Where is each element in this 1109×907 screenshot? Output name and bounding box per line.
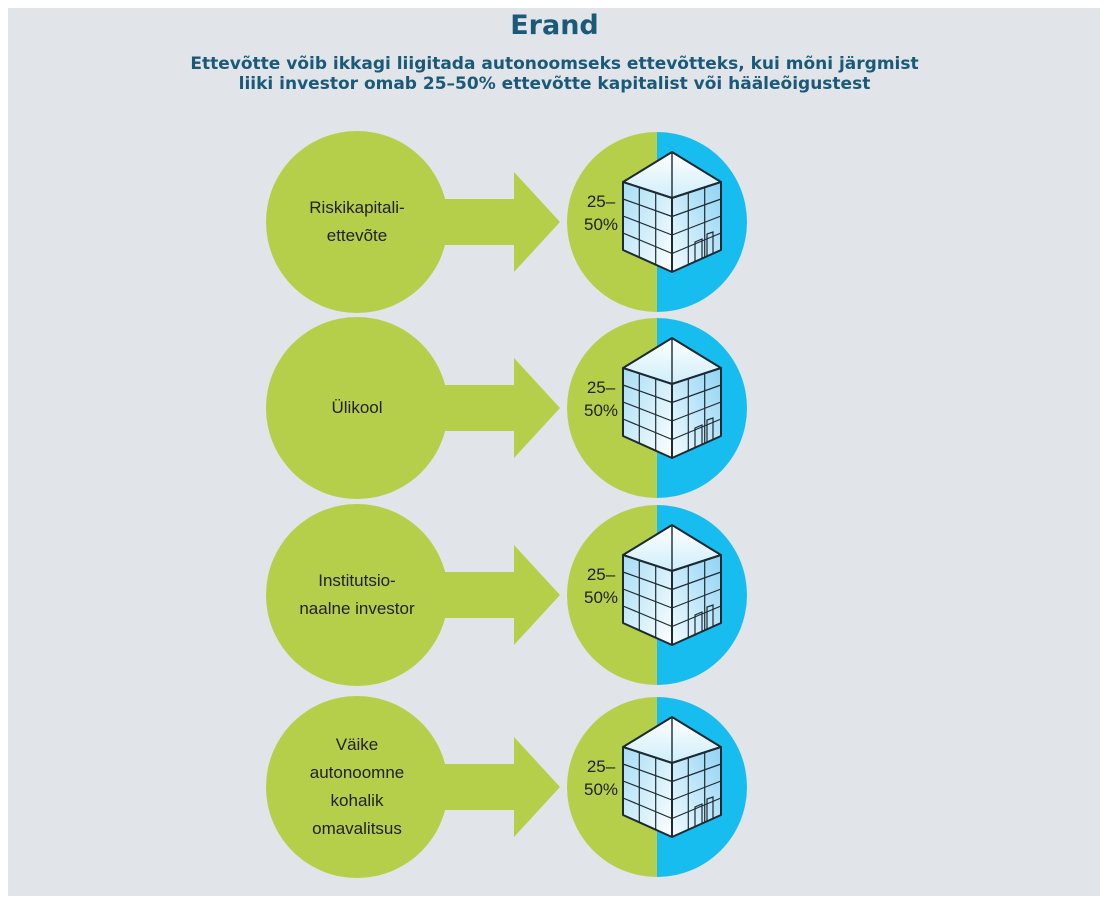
diagram-title: Erand xyxy=(510,10,599,41)
share-label-line: 50% xyxy=(583,780,619,799)
share-label-line: 50% xyxy=(583,401,619,420)
diagram-panel xyxy=(8,8,1100,896)
investor-label-line: Riskikapitali- xyxy=(309,198,405,217)
share-label-line: 50% xyxy=(583,215,619,234)
investor-label-line: Väike xyxy=(335,735,379,754)
share-label-line: 25– xyxy=(586,378,616,397)
investor-circle: Väike autonoomne kohalik omavalitsus xyxy=(266,696,448,878)
share-label-line: 25– xyxy=(586,757,616,776)
share-label-line: 50% xyxy=(583,588,619,607)
share-label-line: 25– xyxy=(586,192,616,211)
office-building-icon xyxy=(622,151,722,273)
investor-circle: Ülikool xyxy=(266,317,448,499)
company-circle: 25– 50% xyxy=(567,505,747,685)
arrow-right-icon xyxy=(440,358,560,458)
office-building-icon xyxy=(622,716,722,838)
company-circle: 25– 50% xyxy=(567,318,747,498)
investor-label-line: Institutsio- xyxy=(318,571,396,590)
subtitle-line-1: Ettevõtte võib ikkagi liigitada autonoom… xyxy=(190,54,919,74)
arrow-right-icon xyxy=(440,545,560,645)
company-circle: 25– 50% xyxy=(567,697,747,877)
office-building-icon xyxy=(622,337,722,459)
investor-label-line: kohalik xyxy=(330,791,384,810)
investor-circle: Institutsio- naalne investor xyxy=(266,504,448,686)
investor-row-local-authority: Väike autonoomne kohalik omavalitsus 25–… xyxy=(0,696,1109,878)
share-label-line: 25– xyxy=(586,565,616,584)
investor-label-line: naalne investor xyxy=(299,599,415,618)
diagram-subtitle: Ettevõtte võib ikkagi liigitada autonoom… xyxy=(0,54,1109,94)
arrow-right-icon xyxy=(440,737,560,837)
investor-label-line: ettevõte xyxy=(326,226,388,245)
share-label: 25– 50% xyxy=(581,376,621,422)
company-circle: 25– 50% xyxy=(567,132,747,312)
share-label: 25– 50% xyxy=(581,190,621,236)
investor-row-venture-capital: Riskikapitali- ettevõte 25– 50% xyxy=(0,131,1109,313)
arrow-right-icon xyxy=(440,172,560,272)
investor-label-line: omavalitsus xyxy=(312,819,402,838)
investor-circle: Riskikapitali- ettevõte xyxy=(266,131,448,313)
office-building-icon xyxy=(622,524,722,646)
investor-row-institutional: Institutsio- naalne investor 25– 50% xyxy=(0,504,1109,686)
share-label: 25– 50% xyxy=(581,755,621,801)
subtitle-line-2: liiki investor omab 25–50% ettevõtte kap… xyxy=(238,74,871,94)
share-label: 25– 50% xyxy=(581,563,621,609)
investor-label-line: Ülikool xyxy=(331,398,383,417)
investor-row-university: Ülikool 25– 50% xyxy=(0,317,1109,499)
investor-label-line: autonoomne xyxy=(309,763,405,782)
